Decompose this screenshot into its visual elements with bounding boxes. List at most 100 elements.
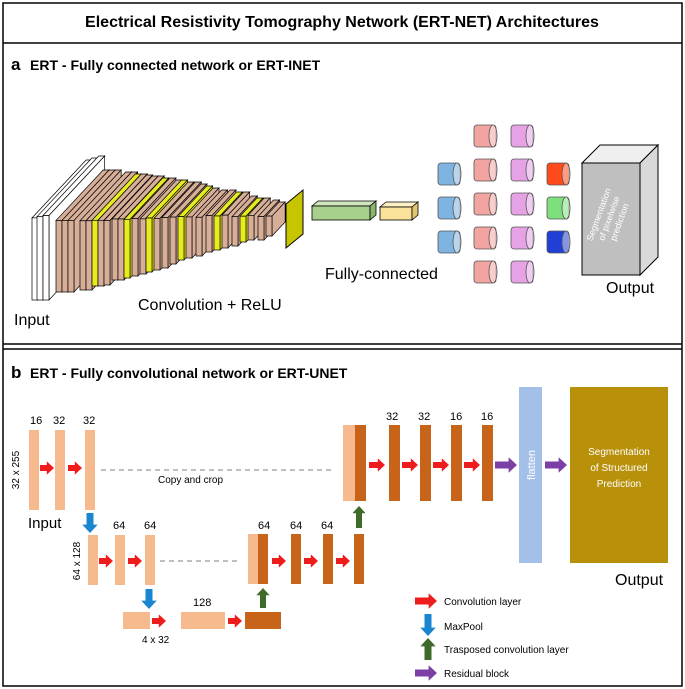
dec1-concat-b — [355, 425, 366, 501]
blue-down-arrow-icon — [420, 614, 436, 636]
enc1-block-1 — [29, 430, 39, 510]
input-label-a: Input — [14, 312, 50, 329]
green-up-arrow-icon — [420, 638, 436, 660]
enc1-dim: 32 x 255 — [11, 450, 22, 489]
neuron-cylinder — [473, 158, 498, 182]
legend-label-conv: Convolution layer — [444, 597, 522, 608]
conv-arrow — [402, 458, 418, 472]
residual-arrow — [545, 457, 567, 473]
conv-arrow — [304, 554, 318, 568]
enc1-block-2 — [55, 430, 65, 510]
dec2-concat-b — [258, 534, 268, 584]
conv-relu-stack — [31, 155, 286, 301]
fc-label: Fully-connected — [325, 266, 438, 283]
legend-label-residual: Residual block — [444, 669, 510, 680]
bottleneck-ch: 128 — [193, 597, 211, 609]
dec1-block-5 — [482, 425, 493, 501]
neuron-cylinder — [546, 230, 571, 254]
dec2-block-3 — [323, 534, 333, 584]
panel-b-heading: ERT - Fully convolutional network or ERT… — [30, 365, 348, 381]
neuron-cylinder — [437, 196, 462, 220]
conv-slab — [265, 201, 286, 237]
neuron-cylinder — [510, 226, 535, 250]
conv-arrow — [128, 554, 142, 568]
dec2-ch-1: 64 — [258, 520, 270, 532]
legend-label-transposed: Trasposed convolution layer — [444, 645, 569, 656]
panel-b-letter: b — [11, 363, 21, 382]
dec1-ch-4: 16 — [481, 411, 493, 423]
panel-a-letter: a — [11, 55, 21, 74]
fully-connected-neurons — [437, 124, 571, 284]
dec2-concat-a — [248, 534, 258, 584]
figure-title: Electrical Resistivity Tomography Networ… — [85, 14, 599, 31]
neuron-cylinder — [510, 192, 535, 216]
neuron-cylinder — [437, 162, 462, 186]
dec1-ch-2: 32 — [418, 411, 430, 423]
conv-relu-label: Convolution + ReLU — [138, 297, 282, 314]
neuron-cylinder — [510, 158, 535, 182]
input-label-b: Input — [28, 515, 62, 532]
conv-arrow — [464, 458, 480, 472]
flatten-label: flatten — [526, 450, 538, 480]
enc2-dim: 64 x 128 — [72, 541, 83, 580]
neuron-cylinder — [473, 124, 498, 148]
purple-right-arrow-icon — [415, 665, 437, 681]
conv-arrow — [336, 554, 350, 568]
neuron-cylinder — [473, 260, 498, 284]
flatten-bar — [519, 387, 542, 563]
copy-crop-label: Copy and crop — [158, 475, 223, 486]
neuron-cylinder — [473, 192, 498, 216]
neuron-cylinder — [473, 226, 498, 250]
conv-arrow — [369, 458, 385, 472]
dec2-block-2 — [291, 534, 301, 584]
dec1-ch-1: 32 — [386, 411, 398, 423]
conv-arrow — [40, 461, 54, 475]
enc2-ch-2: 64 — [144, 520, 156, 532]
upconv-arrow — [256, 588, 270, 608]
enc1-ch-3: 32 — [83, 415, 95, 427]
dec2-block-4 — [354, 534, 364, 584]
conv-arrow — [272, 554, 286, 568]
residual-arrow — [495, 457, 517, 473]
conv-arrow — [228, 614, 242, 628]
upconv-arrow — [352, 506, 366, 528]
enc1-ch-1: 16 — [30, 415, 42, 427]
conv-arrow — [152, 614, 166, 628]
neuron-cylinder — [510, 260, 535, 284]
enc2-block-3 — [145, 535, 155, 585]
legend-label-maxpool: MaxPool — [444, 622, 483, 633]
panel-a-heading: ERT - Fully connected network or ERT-INE… — [30, 57, 321, 73]
legend: Convolution layer MaxPool Trasposed conv… — [444, 597, 569, 680]
flow-arrows — [40, 457, 567, 681]
dec1-block-4 — [451, 425, 462, 501]
dec1-concat-a — [343, 425, 355, 501]
red-right-arrow-icon — [415, 593, 437, 609]
enc2-block-1 — [88, 535, 98, 585]
conv-arrow — [99, 554, 113, 568]
output-box-line3: Prediction — [597, 479, 641, 490]
maxpool-arrow — [82, 513, 98, 533]
neuron-cylinder — [437, 230, 462, 254]
fc-bar-2 — [378, 201, 420, 221]
dec1-block-2 — [389, 425, 400, 501]
neuron-cylinder — [510, 124, 535, 148]
bottleneck-up-block — [245, 612, 281, 629]
enc2-block-2 — [115, 535, 125, 585]
conv-arrow — [68, 461, 82, 475]
output-box-line1: Segmentation — [588, 447, 650, 458]
bottleneck-dim: 4 x 32 — [142, 635, 170, 646]
output-label-a: Output — [606, 280, 655, 297]
maxpool-arrow — [141, 589, 157, 609]
output-plane-a — [580, 143, 660, 277]
output-box-line2: of Structured — [590, 463, 647, 474]
dec1-block-3 — [420, 425, 431, 501]
dec2-ch-2: 64 — [290, 520, 302, 532]
neuron-cylinder — [546, 196, 571, 220]
output-box-b — [570, 387, 668, 563]
output-label-b: Output — [615, 572, 664, 589]
pool-block — [285, 188, 304, 250]
enc2-ch-1: 64 — [113, 520, 125, 532]
enc1-block-3 — [85, 430, 95, 510]
dec2-ch-3: 64 — [321, 520, 333, 532]
